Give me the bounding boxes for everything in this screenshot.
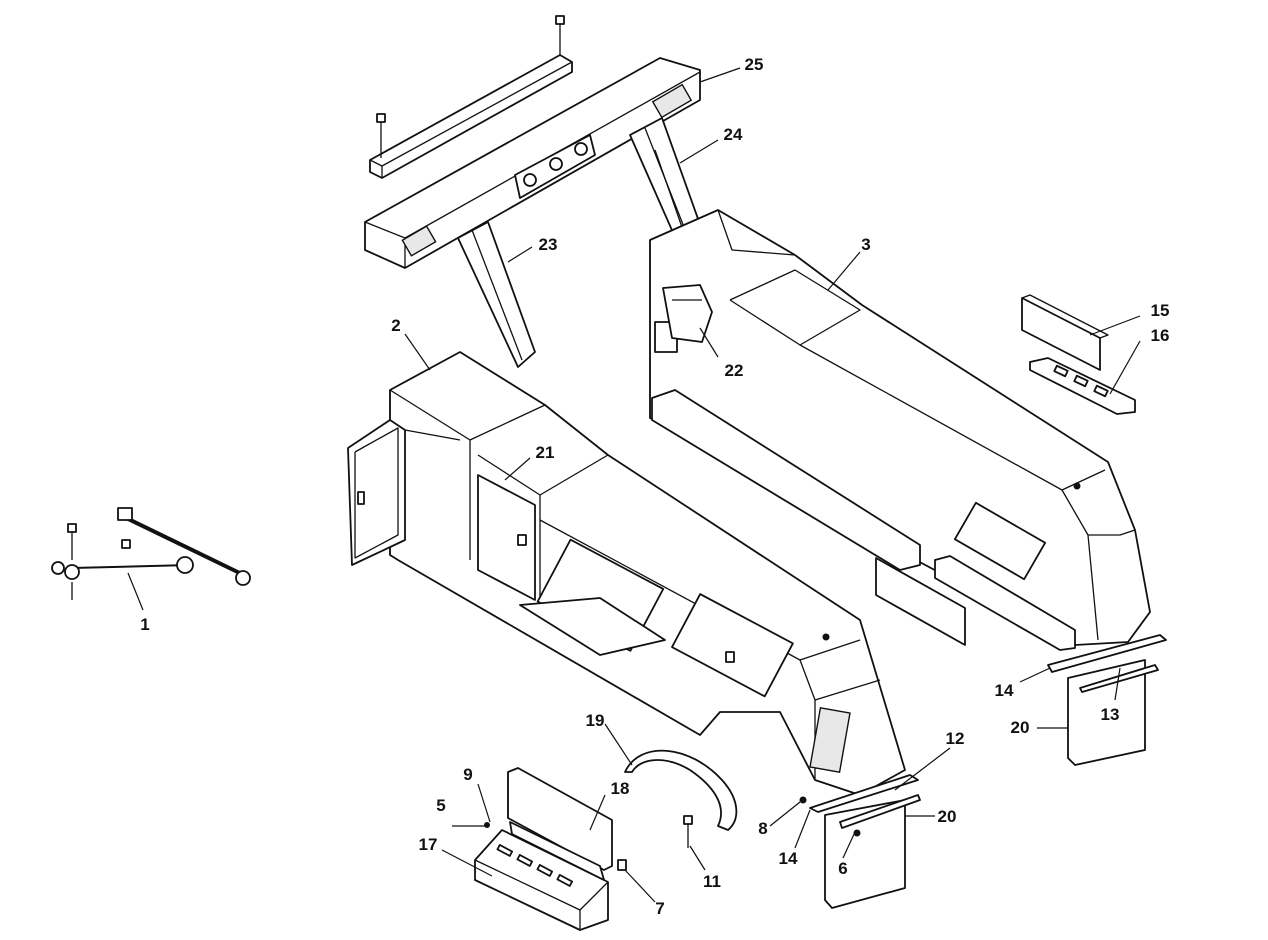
- top-channel-bar: [369, 15, 573, 179]
- leader-lines: [127, 67, 1141, 903]
- linkage-assembly: [51, 507, 251, 600]
- callout-20-b: 20: [938, 807, 957, 826]
- left-body-section: [347, 351, 906, 796]
- fender: [624, 749, 738, 848]
- callout-18: 18: [611, 779, 630, 798]
- callout-19: 19: [586, 711, 605, 730]
- mud-flap-left: [799, 774, 921, 909]
- light-bar-rail: [364, 57, 701, 269]
- callout-11: 11: [703, 872, 721, 891]
- callout-17: 17: [419, 835, 438, 854]
- side-rail-assembly: [1021, 294, 1136, 415]
- callout-6: 6: [838, 859, 847, 878]
- callout-14-a: 14: [995, 681, 1014, 700]
- callout-labels: 1 2 3 5 6 7 8 9 11 12 13 14 14 15 16 17 …: [140, 55, 1169, 918]
- callout-21: 21: [536, 443, 555, 462]
- callout-13: 13: [1101, 705, 1120, 724]
- callout-5: 5: [436, 796, 445, 815]
- mud-flap-right: [1047, 634, 1167, 766]
- callout-14-b: 14: [779, 849, 798, 868]
- left-support-leg: [457, 221, 536, 368]
- callout-25: 25: [745, 55, 764, 74]
- callout-7: 7: [655, 899, 664, 918]
- right-body-section: [649, 209, 1151, 651]
- callout-15: 15: [1151, 301, 1170, 320]
- step-assembly: [474, 767, 627, 931]
- callout-20-a: 20: [1011, 718, 1030, 737]
- callout-23: 23: [539, 235, 558, 254]
- callout-16: 16: [1151, 326, 1170, 345]
- callout-24: 24: [724, 125, 743, 144]
- callout-8: 8: [758, 819, 767, 838]
- callout-22: 22: [725, 361, 744, 380]
- callout-2: 2: [391, 316, 400, 335]
- callout-3: 3: [861, 235, 870, 254]
- callout-9: 9: [463, 765, 472, 784]
- callout-1: 1: [140, 615, 149, 634]
- callout-12: 12: [946, 729, 965, 748]
